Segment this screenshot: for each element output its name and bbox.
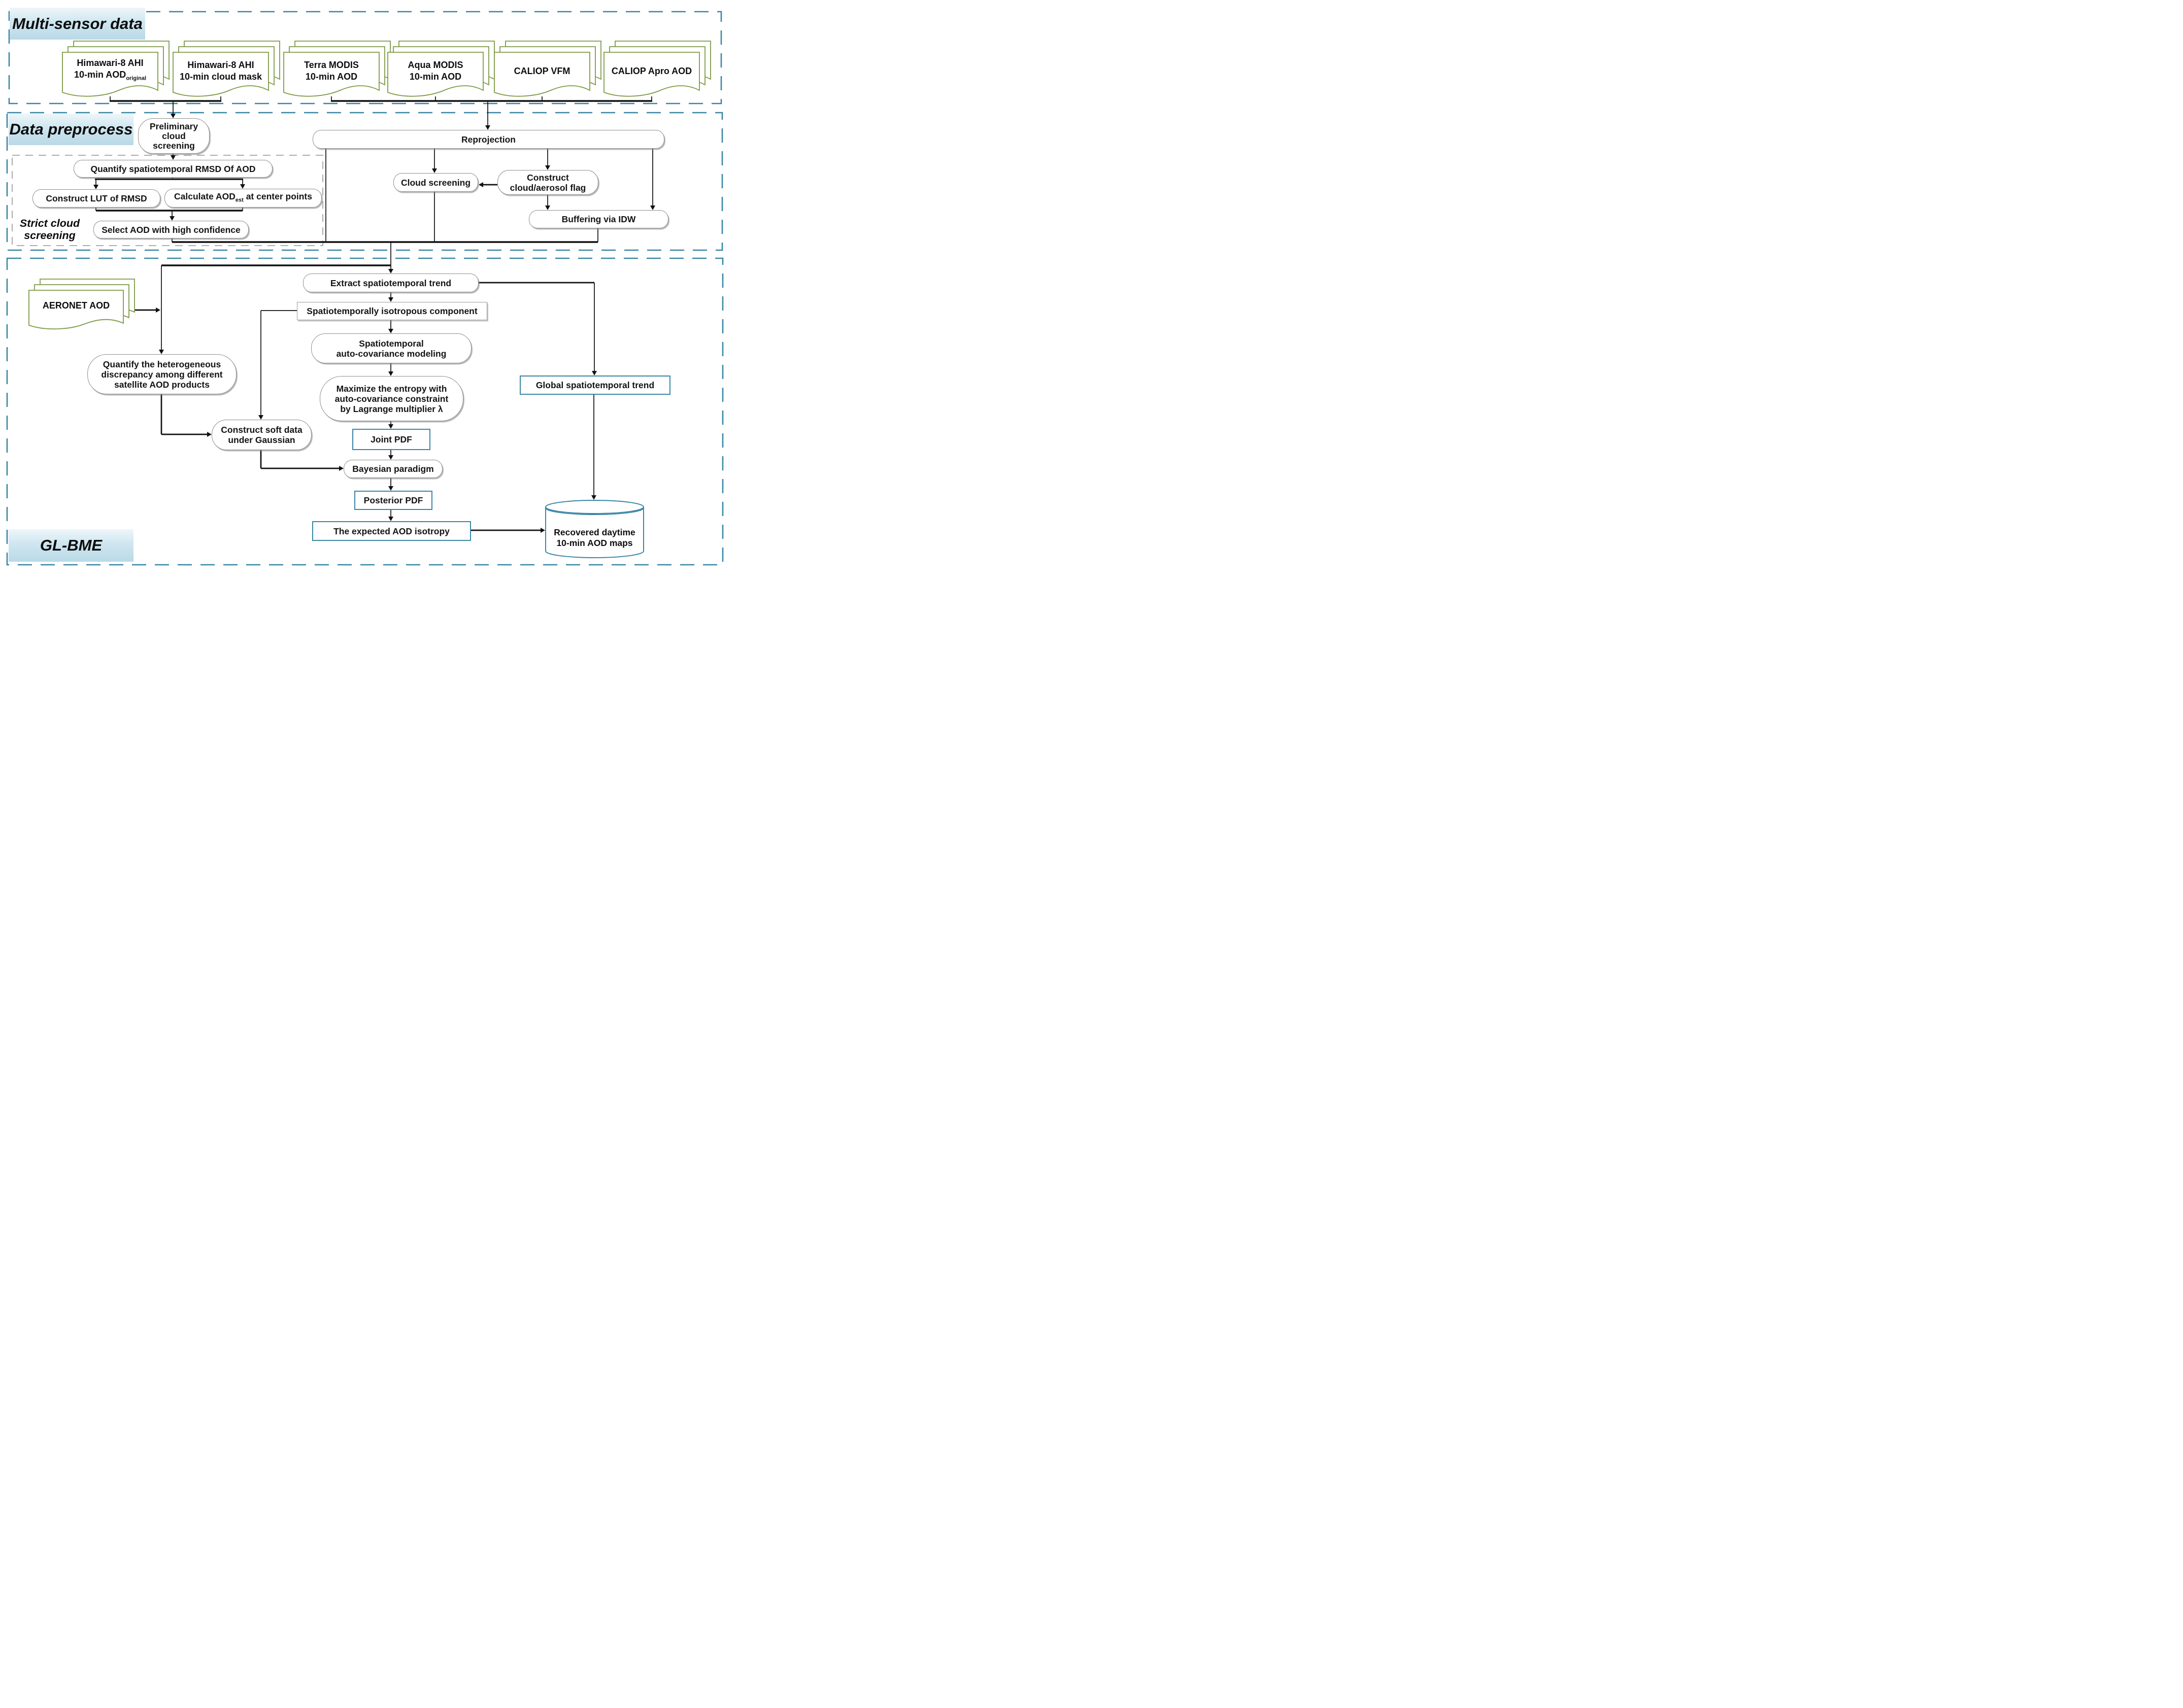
node-joint-pdf: Joint PDF <box>352 429 430 450</box>
section-title-data-preprocess: Data preprocess <box>9 114 133 145</box>
doc-caliop-apro: CALIOP Apro AOD <box>603 41 711 98</box>
strict-cloud-screening-border <box>12 155 323 246</box>
section-title-gl-bme: GL-BME <box>9 529 133 562</box>
node-reprojection: Reprojection <box>313 130 664 149</box>
doc-himawari-cloud-mask: Himawari-8 AHI 10-min cloud mask <box>173 41 280 98</box>
section-title-multi-sensor: Multi-sensor data <box>10 8 145 40</box>
node-construct-lut: Construct LUT of RMSD <box>32 189 160 208</box>
doc-himawari-aod: Himawari-8 AHI 10-min AODoriginal <box>62 41 170 98</box>
connector-layer <box>6 11 724 566</box>
node-autocovariance-modeling: Spatiotemporal auto-covariance modeling <box>311 333 472 363</box>
doc-caliop-vfm: CALIOP VFM <box>494 41 601 98</box>
doc-page <box>28 290 124 330</box>
node-quantify-heterogeneous: Quantify the heterogeneous discrepancy a… <box>87 354 237 394</box>
doc-aqua-modis: Aqua MODIS 10-min AOD <box>387 41 495 98</box>
section-border-glbme <box>6 257 724 566</box>
node-global-trend: Global spatiotemporal trend <box>520 375 670 395</box>
node-construct-cloud-aerosol-flag: Construct cloud/aerosol flag <box>497 170 598 195</box>
node-construct-soft-data: Construct soft data under Gaussian <box>212 420 312 450</box>
doc-page <box>283 52 380 97</box>
doc-aeronet-aod: AERONET AOD <box>28 279 135 331</box>
node-buffering-idw: Buffering via IDW <box>529 210 668 228</box>
doc-page <box>603 52 700 97</box>
node-extract-trend: Extract spatiotemporal trend <box>303 274 479 292</box>
database-recovered-aod-label: Recovered daytime 10-min AOD maps <box>554 527 635 548</box>
section-border-preprocess <box>6 112 723 251</box>
connector-medium-lines <box>124 184 594 531</box>
node-expected-aod-isotropy: The expected AOD isotropy <box>312 521 471 541</box>
node-cloud-screening: Cloud screening <box>393 173 478 192</box>
doc-page <box>494 52 590 97</box>
node-maximize-entropy: Maximize the entropy with auto-covarianc… <box>320 376 463 421</box>
node-bayesian-paradigm: Bayesian paradigm <box>344 460 443 478</box>
doc-terra-modis: Terra MODIS 10-min AOD <box>283 41 391 98</box>
flowchart-canvas: Multi-sensor data Data preprocess GL-BME… <box>0 0 728 569</box>
node-preliminary-cloud-screening: Preliminary cloud screening <box>138 118 210 154</box>
doc-page <box>173 52 269 97</box>
node-isotropous-component: Spatiotemporally isotropous component <box>297 302 487 320</box>
connector-thick-bars <box>95 100 652 266</box>
database-cylinder <box>545 500 644 558</box>
node-quantify-rmsd: Quantify spatiotemporal RMSD Of AOD <box>74 160 273 178</box>
doc-page <box>62 52 158 97</box>
section-border-multi-sensor <box>8 11 722 105</box>
doc-page <box>387 52 484 97</box>
strict-cloud-screening-label: Strict cloud screening <box>19 217 80 242</box>
node-select-aod: Select AOD with high confidence <box>93 221 249 238</box>
node-calculate-aod-est: Calculate AODest at center points <box>164 189 322 208</box>
node-posterior-pdf: Posterior PDF <box>354 491 432 510</box>
